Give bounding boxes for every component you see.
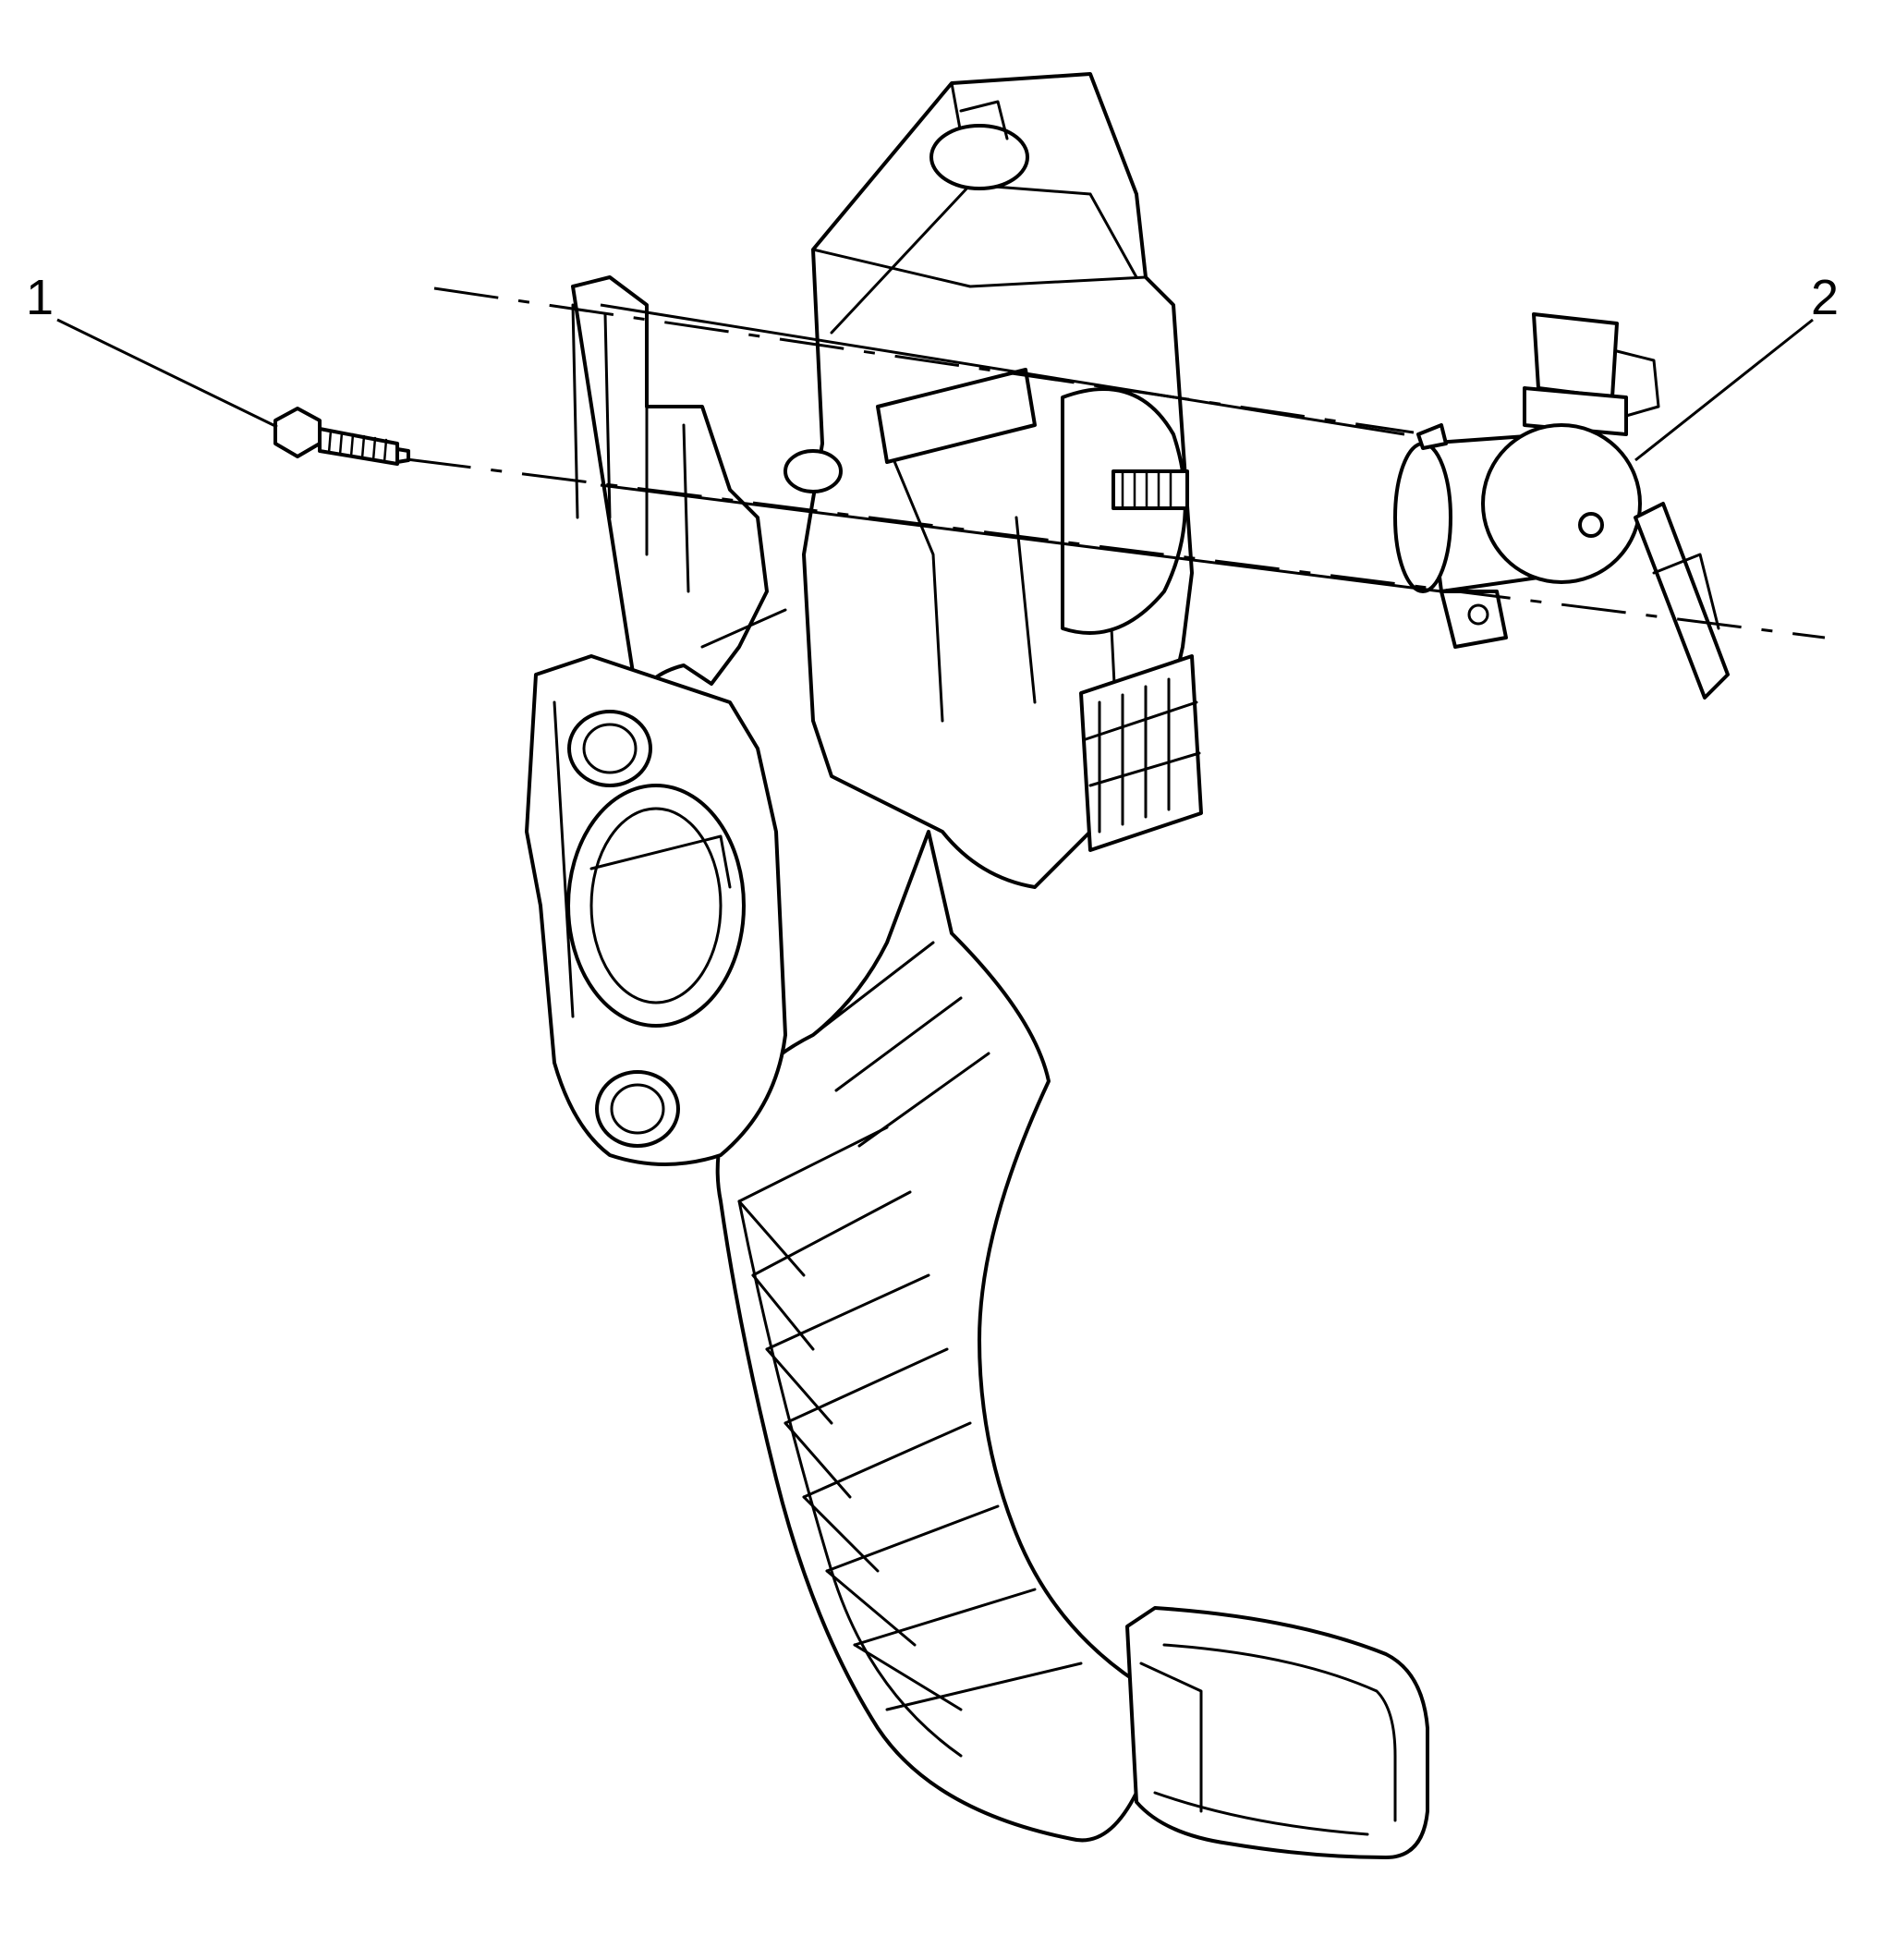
callout-2-leader [1634, 318, 1814, 462]
position-sensor [1393, 312, 1730, 700]
callout-label-2: 2 [1811, 270, 1839, 325]
bolt [273, 407, 410, 466]
callout-1-leader [56, 318, 278, 429]
callout-label-1: 1 [26, 270, 54, 325]
callout-1: 1 [26, 270, 278, 429]
pedal-pad [1125, 1606, 1429, 1859]
mounting-bracket [525, 275, 787, 1166]
assembly-axis-lines [406, 286, 1826, 639]
upper-housing [784, 72, 1203, 889]
callout-2: 2 [1634, 270, 1839, 462]
